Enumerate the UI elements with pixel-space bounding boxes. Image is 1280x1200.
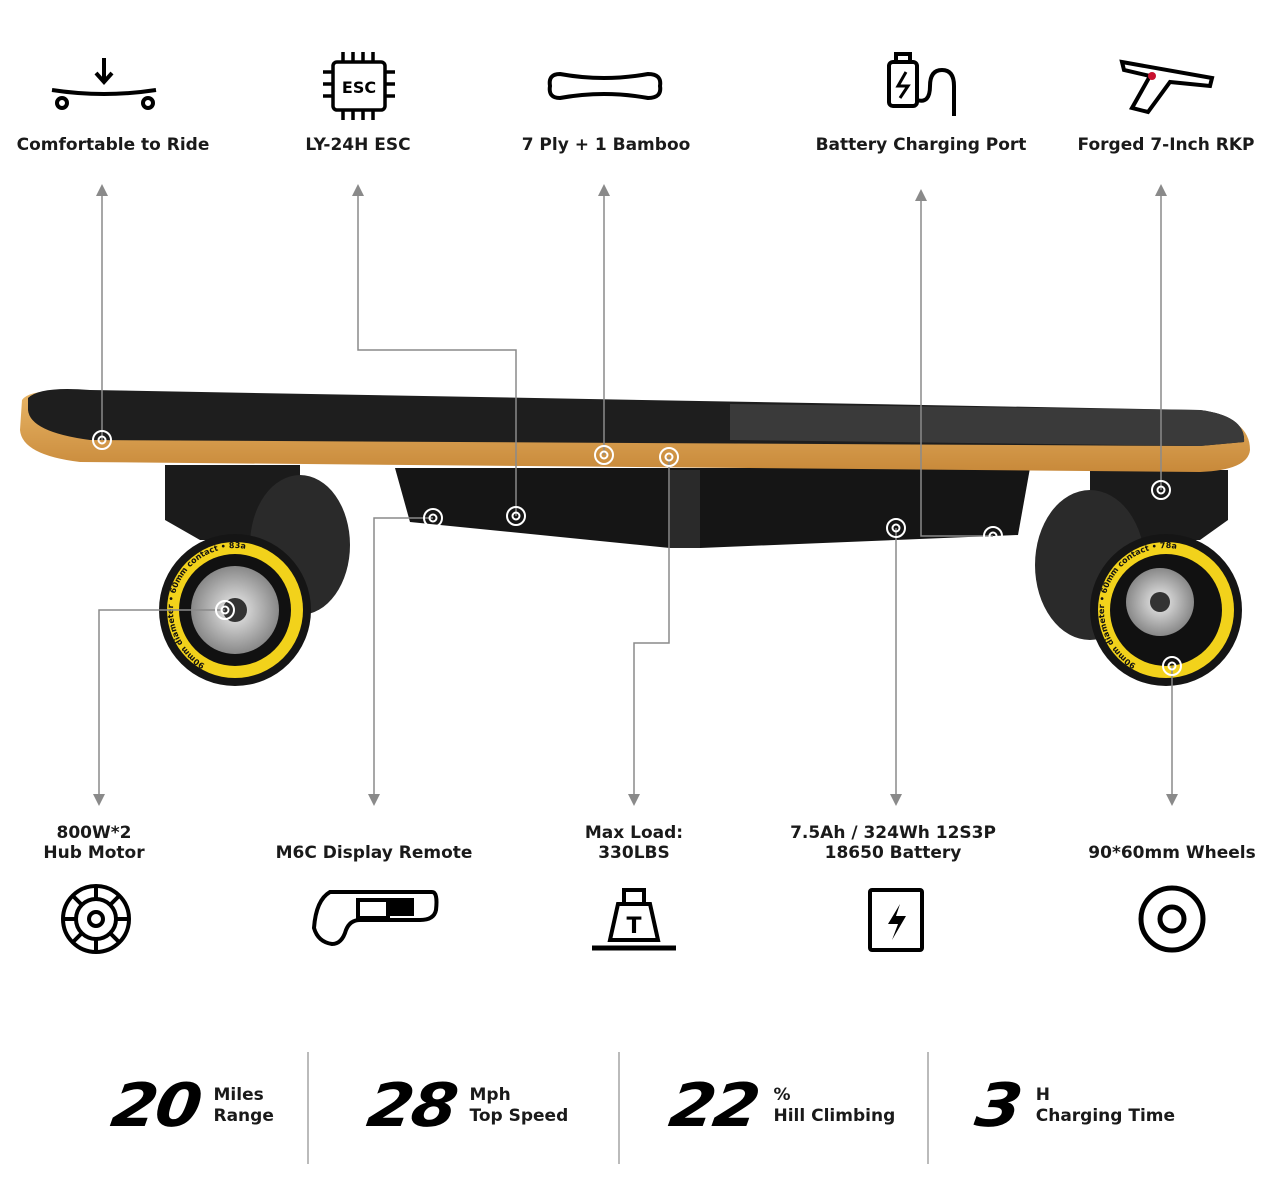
charging-plug-icon: [887, 52, 956, 116]
feature-label-rkp: Forged 7-Inch RKP: [1077, 135, 1255, 155]
skateboard-diagram: 90mm diameter • 60mm contact • 83a 90mm …: [20, 184, 1250, 806]
feature-label-remote: M6C Display Remote: [275, 843, 473, 863]
stat-value: 22: [665, 1071, 763, 1141]
deck-flex-icon: [51, 58, 157, 110]
stat-hill-climbing: 22 %Hill Climbing: [665, 1071, 896, 1141]
feature-label-wheels: 90*60mm Wheels: [1088, 843, 1256, 863]
bottom-icons: T: [61, 884, 1206, 954]
wheel-icon: [1138, 885, 1206, 953]
stat-label: Charging Time: [1035, 1106, 1176, 1126]
weight-icon-text: T: [626, 914, 641, 939]
stat-unit: H: [1035, 1085, 1050, 1105]
top-icons: ESC: [51, 52, 1215, 120]
stat-unit: Mph: [469, 1085, 511, 1105]
feature-label-comfortable: Comfortable to Ride: [16, 135, 210, 155]
stat-value: 3: [971, 1071, 1025, 1141]
divider: [307, 1052, 309, 1164]
remote-icon: [311, 890, 439, 947]
front-wheel: 90mm diameter • 60mm contact • 78a: [1035, 490, 1242, 686]
hub-motor-icon: [61, 884, 131, 954]
battery-enclosure: [395, 468, 1030, 548]
target-markers: [92, 430, 1182, 676]
deck-shape-icon: [547, 71, 663, 101]
stat-label: Hill Climbing: [773, 1106, 896, 1126]
weight-icon: T: [592, 888, 676, 951]
stat-unit: Miles: [213, 1085, 264, 1105]
stat-label: Top Speed: [469, 1106, 569, 1126]
leader-lines: [93, 184, 1178, 806]
divider: [927, 1052, 929, 1164]
feature-label-max-load: Max Load:330LBS: [584, 823, 684, 863]
stat-unit: %: [773, 1085, 791, 1105]
truck-icon: [1119, 59, 1215, 115]
esc-icon-text: ESC: [342, 78, 376, 97]
stat-value: 28: [363, 1071, 461, 1141]
feature-label-esc: LY-24H ESC: [305, 135, 411, 155]
divider: [618, 1052, 620, 1164]
battery-icon: [868, 888, 924, 952]
deck: [20, 389, 1250, 472]
feature-label-charging-port: Battery Charging Port: [815, 135, 1027, 155]
feature-label-ply: 7 Ply + 1 Bamboo: [521, 135, 691, 155]
esc-chip-icon: ESC: [323, 52, 395, 120]
stat-label: Range: [213, 1106, 274, 1126]
stat-value: 20: [107, 1071, 205, 1141]
